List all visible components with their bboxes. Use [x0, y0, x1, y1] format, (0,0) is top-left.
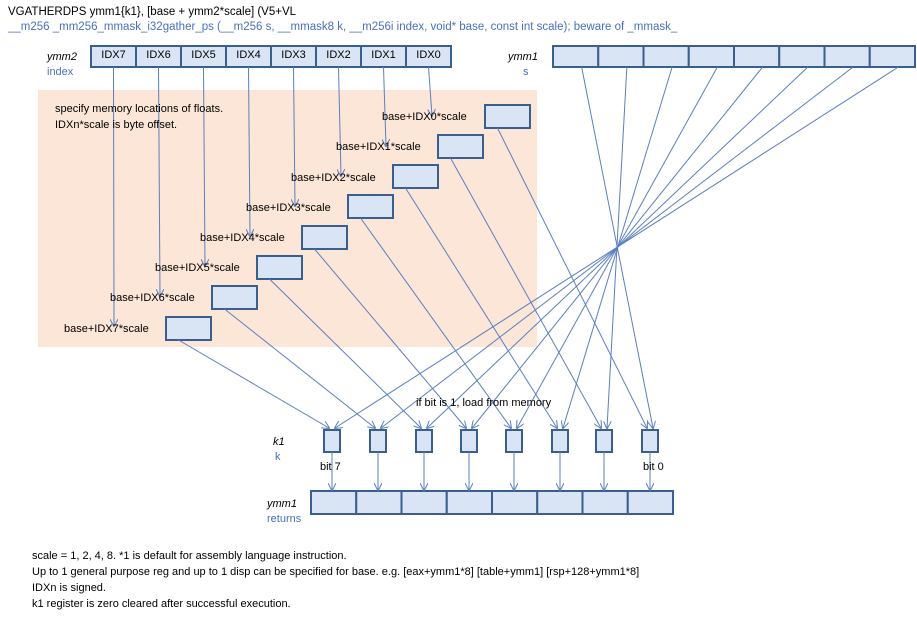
memory-region [38, 90, 537, 347]
note-scale: scale = 1, 2, 4, 8. *1 is default for as… [32, 550, 347, 562]
ymm1-src-cell [823, 45, 871, 68]
addr-label-idx3: base+IDX3*scale [246, 202, 331, 214]
mask-bit [415, 429, 433, 453]
intrinsic-line: __m256 _mm256_mmask_i32gather_ps (__m256… [8, 21, 678, 33]
ymm1-src-cell [687, 45, 735, 68]
memory-element-idx0 [484, 104, 531, 129]
load-arrow-idx3 [360, 217, 512, 428]
load-arrow-idx6 [224, 308, 376, 428]
index-arrow-idx4 [249, 66, 251, 236]
k1-label: k1 [273, 436, 285, 448]
index-arrow-idx6 [159, 66, 161, 296]
addr-label-idx4: base+IDX4*scale [200, 232, 285, 244]
addr-label-idx0: base+IDX0*scale [382, 111, 467, 123]
index-arrow-idx0 [429, 66, 433, 116]
ymm1-src-sublabel: s [523, 66, 529, 78]
ymm2-label: ymm2 [47, 51, 77, 63]
ymm2-cell-idx4: IDX4 [236, 49, 261, 61]
ymm1-dst-cell [626, 490, 674, 515]
note-base: Up to 1 general purpose reg and up to 1 … [32, 566, 640, 578]
mask-bit [641, 429, 659, 453]
mask-caption: if bit is 1, load from memory [416, 397, 552, 409]
ymm1-src-cell [778, 45, 826, 68]
ymm2-cell-idx3: IDX3 [281, 49, 306, 61]
k1-sublabel: k [275, 451, 281, 463]
load-arrow-idx4 [314, 248, 467, 428]
source-arrow-7 [335, 66, 899, 428]
memory-note-2: IDXn*scale is byte offset. [55, 119, 178, 131]
ymm1-dst-cell [445, 490, 493, 515]
ymm2-cell-idx0: IDX0 [416, 49, 441, 61]
load-arrow-idx1 [450, 157, 602, 428]
ymm1-dst-cell [400, 490, 448, 515]
ymm2-cell-idx6: IDX6 [146, 49, 171, 61]
memory-element-idx6 [211, 285, 258, 310]
instruction-line: VGATHERDPS ymm1{k1}, [base + ymm2*scale]… [8, 6, 297, 18]
ymm1-dst-sublabel: returns [267, 513, 302, 525]
ymm1-src-cell [597, 45, 645, 68]
memory-element-idx7 [165, 316, 212, 341]
memory-element-idx3 [347, 194, 394, 219]
note-signed: IDXn is signed. [32, 582, 106, 594]
mask-bit [369, 429, 387, 453]
addr-label-idx6: base+IDX6*scale [110, 292, 195, 304]
ymm2-cell-idx5: IDX5 [191, 49, 216, 61]
ymm1-dst-cell [310, 490, 358, 515]
index-arrow-idx5 [204, 66, 206, 266]
ymm1-src-cell [642, 45, 690, 68]
bit7-label: bit 7 [320, 461, 341, 473]
ymm1-dst-cell [355, 490, 403, 515]
memory-element-idx5 [256, 255, 303, 280]
bit0-label: bit 0 [643, 461, 664, 473]
mask-bit [460, 429, 478, 453]
mask-bit [505, 429, 523, 453]
ymm1-dst-cell [581, 490, 629, 515]
mask-bit [595, 429, 613, 453]
ymm1-dst-cell [536, 490, 584, 515]
ymm1-src-cell [868, 45, 916, 68]
ymm1-dst-cell [491, 490, 539, 515]
load-arrow-idx5 [269, 278, 422, 428]
addr-label-idx7: base+IDX7*scale [64, 323, 149, 335]
index-arrow-idx3 [294, 66, 296, 206]
note-k1-cleared: k1 register is zero cleared after succes… [32, 598, 291, 610]
ymm1-src-cell [552, 45, 600, 68]
index-arrow-idx2 [339, 66, 342, 176]
ymm2-cell-idx7: IDX7 [101, 49, 126, 61]
memory-element-idx4 [301, 225, 348, 250]
addr-label-idx1: base+IDX1*scale [336, 141, 421, 153]
ymm2-cell-idx2: IDX2 [326, 49, 351, 61]
load-arrow-idx0 [497, 127, 648, 428]
memory-note-1: specify memory locations of floats. [55, 103, 224, 115]
ymm1-dst-label: ymm1 [267, 498, 297, 510]
ymm2-sublabel: index [47, 66, 74, 78]
memory-element-idx2 [392, 164, 439, 189]
mask-bit [551, 429, 569, 453]
load-arrow-idx7 [178, 339, 330, 428]
ymm1-src-label: ymm1 [508, 51, 538, 63]
index-arrow-idx1 [384, 66, 387, 146]
memory-element-idx1 [437, 134, 484, 159]
ymm1-src-cell [733, 45, 781, 68]
load-arrow-idx2 [405, 187, 558, 428]
ymm2-cell-idx1: IDX1 [371, 49, 396, 61]
addr-label-idx5: base+IDX5*scale [155, 262, 240, 274]
index-arrow-idx7 [114, 66, 115, 326]
mask-bit [323, 429, 341, 453]
addr-label-idx2: base+IDX2*scale [291, 172, 376, 184]
